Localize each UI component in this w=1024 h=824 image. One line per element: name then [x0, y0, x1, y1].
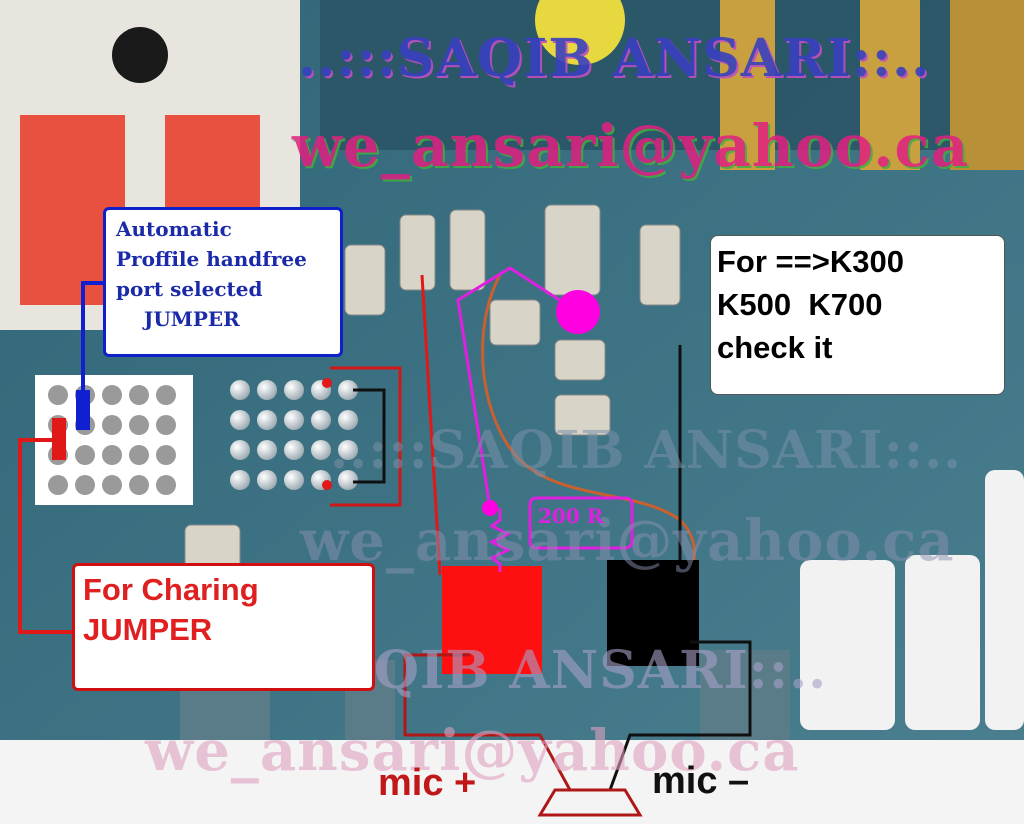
bga-ball [338, 410, 358, 430]
bga-ball [75, 445, 95, 465]
models-note-line: For ==>K300 [717, 244, 904, 279]
gold-contact-1 [720, 0, 775, 170]
handfree-label-line: JUMPER [116, 307, 240, 331]
handfree-label-line: Automatic [116, 217, 232, 241]
bga-ball [257, 380, 277, 400]
bga-ball [257, 410, 277, 430]
middle-red-dot-top [322, 378, 332, 388]
bga-ball [338, 440, 358, 460]
board-slot-1 [800, 560, 895, 730]
resistor-icon [488, 508, 512, 572]
watermark-name-top: ..:::SAQIB ANSARI::.. [298, 28, 931, 89]
watermark-email-bottom: we_ansari@yahoo.ca [145, 718, 800, 784]
bga-ball [230, 470, 250, 490]
board-slot-2 [905, 555, 980, 730]
bga-ball [102, 475, 122, 495]
bga-ball [284, 470, 304, 490]
mic-minus-wire [608, 640, 752, 791]
yellow-component [535, 0, 625, 65]
bga-ball [48, 475, 68, 495]
magenta-resistor-end [482, 500, 498, 516]
bga-ball [284, 410, 304, 430]
gold-contact-3 [950, 0, 1024, 170]
bga-ball [284, 440, 304, 460]
red-leader-line [18, 438, 74, 634]
blue-leader-line [81, 281, 103, 390]
handfree-label-line: Proffile handfree [116, 247, 307, 271]
bottom-white-area [0, 740, 1024, 824]
watermark-email-middle: we_ansari@yahoo.ca [300, 508, 955, 574]
smd-components [184, 204, 681, 591]
bga-ball [129, 445, 149, 465]
red-wire-to-pad [420, 274, 442, 576]
mount-hole [112, 27, 168, 83]
mic-plus-wire [403, 653, 572, 791]
charging-label-line: For Charing [83, 572, 259, 607]
resistor-value-label: 200 R [538, 504, 604, 528]
bga-ball [338, 380, 358, 400]
models-note-line: check it [717, 330, 833, 365]
mic-minus-pad [607, 560, 699, 666]
bga-ball [48, 385, 68, 405]
charging-jumper-label: For Charing JUMPER [72, 563, 375, 691]
board-slot-3 [985, 470, 1024, 730]
gold-contact-2 [860, 0, 920, 170]
bga-ball [156, 475, 176, 495]
bga-ball-grid-middle [230, 380, 358, 490]
bga-ball [102, 445, 122, 465]
handfree-jumper-label: Automatic Proffile handfree port selecte… [103, 207, 343, 357]
magenta-wire [456, 266, 579, 509]
bga-ball [230, 410, 250, 430]
mic-minus-label: mic – [652, 760, 750, 802]
bga-ball [311, 440, 331, 460]
bga-ball [311, 410, 331, 430]
middle-red-bracket [330, 366, 402, 507]
middle-black-bracket [353, 388, 386, 484]
bga-ball [129, 475, 149, 495]
microphone-icon [537, 788, 643, 817]
resistor-label-box [528, 496, 634, 550]
bga-ball [75, 475, 95, 495]
bga-ball [257, 470, 277, 490]
bga-ball [338, 470, 358, 490]
models-note-line: K500 K700 [717, 287, 883, 322]
watermark-email-top: we_ansari@yahoo.ca [292, 112, 970, 180]
bottom-pad-3 [700, 650, 790, 750]
bga-ball [102, 385, 122, 405]
bga-ball [102, 415, 122, 435]
watermark-name-middle: ..:::SAQIB ANSARI::.. [330, 420, 963, 481]
charging-label-line: JUMPER [83, 612, 213, 647]
magenta-solder-point [556, 290, 600, 334]
mic-plus-label: mic + [378, 762, 477, 804]
blue-jumper-mark [76, 390, 90, 430]
bga-ball [284, 380, 304, 400]
bga-ball [230, 380, 250, 400]
bga-ball [129, 415, 149, 435]
bga-ball [257, 440, 277, 460]
bga-ball [156, 385, 176, 405]
bga-ball [156, 415, 176, 435]
handfree-label-line: port selected [116, 277, 263, 301]
bga-ball [230, 440, 250, 460]
middle-red-dot-bottom [322, 480, 332, 490]
bga-ball [129, 385, 149, 405]
bga-ball [156, 445, 176, 465]
models-note-label: For ==>K300 K500 K700 check it [710, 235, 1005, 395]
copper-wire [481, 274, 696, 581]
